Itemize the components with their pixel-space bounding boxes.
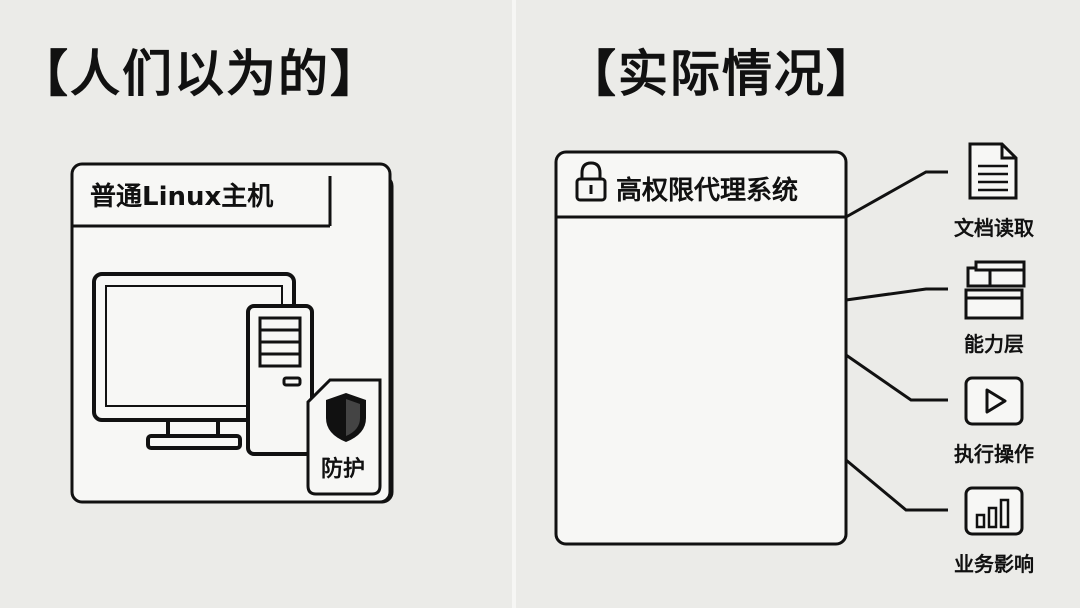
connector-boxes bbox=[845, 287, 948, 302]
right-heading: 【实际情况】 bbox=[566, 45, 878, 103]
left-panel: 【人们以为的】 bbox=[0, 0, 512, 608]
agent-illustration bbox=[554, 142, 1026, 546]
bar-chart-icon bbox=[964, 486, 1024, 536]
protect-label: 防护 bbox=[321, 457, 366, 482]
panel-divider bbox=[512, 0, 516, 608]
shield-icon bbox=[326, 393, 366, 442]
connector-execute bbox=[845, 353, 948, 402]
agent-card bbox=[554, 150, 848, 546]
right-panel: 【实际情况】 bbox=[516, 0, 1080, 608]
connector-impact bbox=[845, 458, 948, 512]
boxes-icon bbox=[964, 260, 1026, 320]
capability-label-execute: 执行操作 bbox=[954, 442, 1034, 466]
capability-label-document: 文档读取 bbox=[954, 216, 1034, 240]
server-tower-icon bbox=[246, 304, 314, 456]
capability-label-impact: 业务影响 bbox=[954, 552, 1034, 576]
capability-label-boxes: 能力层 bbox=[964, 332, 1024, 356]
agent-title: 高权限代理系统 bbox=[616, 176, 799, 206]
lock-icon bbox=[575, 161, 607, 202]
connector-document bbox=[845, 170, 948, 219]
left-heading: 【人们以为的】 bbox=[18, 45, 382, 103]
host-illustration bbox=[70, 162, 394, 504]
host-title: 普通Linux主机 bbox=[90, 182, 274, 212]
connector-lines bbox=[845, 170, 948, 512]
document-icon bbox=[968, 142, 1018, 200]
play-icon bbox=[964, 376, 1024, 426]
